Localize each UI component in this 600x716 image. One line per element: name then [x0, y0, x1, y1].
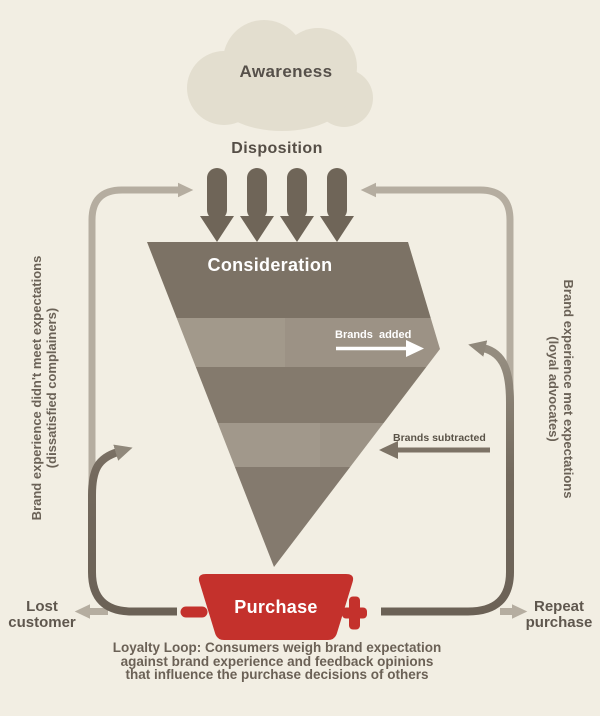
- left-loop-return-path: [88, 182, 194, 500]
- down-arrow-icon: [280, 168, 314, 242]
- purchase-shape: [198, 574, 354, 640]
- right-loop-label-line1: Brand experience met expectations: [561, 279, 576, 499]
- left-loop-feedback-path: [88, 444, 177, 616]
- right-loop-feedback-path: [381, 340, 514, 616]
- down-arrow-icon: [200, 168, 234, 242]
- awareness-cloud-shape: [187, 20, 373, 131]
- left-loop-label: Brand experience didn't meet expectation…: [29, 238, 61, 538]
- right-loop-return-path: [360, 182, 514, 405]
- funnel-band: [147, 467, 440, 567]
- right-loop-label-line2: (loyal advocates): [546, 336, 561, 442]
- minus-icon: [180, 606, 208, 618]
- down-arrow-icon: [240, 168, 274, 242]
- repeat-purchase-label: Repeat purchase: [525, 598, 593, 631]
- consideration-funnel-shape: [147, 242, 440, 567]
- awareness-label: Awareness: [239, 62, 333, 81]
- lost-customer-label: Lost customer: [8, 598, 76, 631]
- loyalty-loop-caption: Loyalty Loop: Consumers weigh brand expe…: [77, 641, 477, 682]
- funnel-band: [147, 367, 440, 423]
- funnel-band: [147, 242, 440, 318]
- brands-added-arrow-icon: [336, 340, 424, 357]
- brands-subtracted-label: Brands subtracted: [393, 432, 486, 444]
- left-loop-label-line2: (dissatisfied complainers): [44, 307, 59, 469]
- funnel-band: [147, 318, 440, 367]
- caption-line3: that influence the purchase decisions of…: [125, 667, 429, 683]
- funnel-band-texture: [147, 318, 285, 367]
- purchase-label: Purchase: [234, 597, 318, 617]
- plus-icon: [342, 596, 367, 630]
- left-loop-label-line1: Brand experience didn't meet expectation…: [29, 255, 44, 521]
- disposition-label: Disposition: [231, 140, 323, 157]
- consideration-label: Consideration: [207, 255, 333, 275]
- right-loop-label: Brand experience met expectations (loyal…: [544, 239, 576, 539]
- funnel-band-texture: [150, 423, 320, 467]
- caption-line1: Loyalty Loop: Consumers weigh brand expe…: [112, 640, 442, 655]
- brands-subtracted-arrow-icon: [379, 441, 490, 459]
- down-arrow-icon: [320, 168, 354, 242]
- disposition-arrows: [200, 168, 354, 242]
- caption-line2: against brand experience and feedback op…: [120, 653, 434, 669]
- brands-added-label: Brands added: [335, 329, 412, 341]
